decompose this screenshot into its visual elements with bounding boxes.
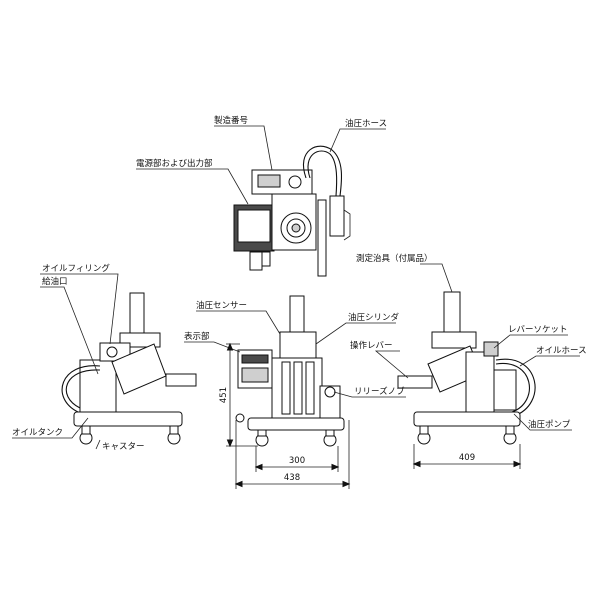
label-lever-socket: レバーソケット: [508, 325, 568, 335]
left-base: [73, 411, 183, 427]
right-caster-a-mount: [419, 425, 429, 435]
top-oil-hose: [303, 145, 343, 197]
dim-409-arrow-right: [513, 460, 522, 468]
label-oil-hose-top: 油圧ホース: [345, 118, 387, 129]
top-caster-left-b: [261, 251, 271, 267]
front-jig: [289, 295, 305, 333]
label-operating-lever: 操作レバー: [350, 340, 393, 351]
dim-300-arrow-left: [254, 463, 263, 471]
dim-438-value: 438: [284, 473, 300, 483]
leader-serial-number: [214, 125, 273, 171]
dim-409-value: 409: [459, 453, 475, 463]
label-filler-port: 給油口: [42, 276, 68, 287]
dim-height-value: 451: [219, 387, 229, 403]
label-power-output: 電源部および出力部: [136, 158, 213, 169]
right-hose: [495, 358, 536, 417]
left-view: [61, 292, 197, 445]
top-oil-hose-inner: [307, 150, 338, 197]
label-oil-tank: オイルタンク: [12, 428, 63, 438]
front-view: [235, 295, 345, 447]
dim-300-value: 300: [289, 456, 305, 466]
label-oil-sensor: 油圧センサー: [196, 300, 247, 311]
label-oil-pump: 油圧ポンプ: [528, 419, 571, 430]
right-lever-socket: [483, 341, 499, 357]
label-release-knob: リリーズノブ: [354, 386, 405, 397]
top-handle: [343, 209, 351, 241]
leader-oil-hose-right: [519, 355, 580, 367]
label-oil-filling: オイルフィリング: [42, 263, 110, 274]
top-knob: [288, 175, 302, 189]
leader-oil-pump: [513, 413, 572, 431]
leader-oil-cylinder: [315, 322, 396, 345]
front-cylinder-head: [279, 331, 317, 361]
power-unit-panel: [237, 209, 271, 243]
front-base: [247, 417, 345, 431]
right-jig: [443, 291, 461, 333]
left-caster-b-mount: [169, 425, 179, 435]
front-cylinder-3: [305, 361, 315, 415]
leader-measuring-jig: [420, 263, 453, 293]
label-oil-cylinder: 油圧シリンダ: [348, 312, 400, 323]
dimension-lines: [226, 342, 522, 489]
left-hose-inner: [65, 369, 101, 409]
front-display-panel: [241, 367, 269, 383]
front-caster-b-mount: [325, 429, 335, 437]
leader-caster: [95, 439, 101, 450]
right-jig-base: [431, 331, 477, 349]
dimension-texts: 451 300 438 409: [219, 387, 475, 483]
leader-power-output: [136, 168, 249, 205]
label-measuring-jig: 測定治具（付属品）: [356, 253, 433, 264]
left-lever: [165, 373, 197, 387]
dim-300-arrow-right: [331, 463, 340, 471]
dim-409-arrow-left: [412, 460, 421, 468]
left-jig: [129, 292, 145, 334]
cylinder-top-core: [291, 223, 301, 233]
leader-release-knob: [333, 391, 406, 398]
left-hose: [61, 365, 101, 413]
leader-lever-socket: [493, 334, 568, 349]
right-body: [465, 351, 495, 413]
front-release-knob: [324, 386, 336, 398]
top-caster-left: [249, 251, 263, 271]
dim-438-arrow-right: [342, 480, 351, 488]
right-base: [413, 411, 521, 427]
leader-lines: [12, 125, 580, 450]
top-lever: [317, 199, 327, 277]
dim-438-arrow-left: [234, 480, 243, 488]
right-lever: [397, 375, 433, 389]
label-caster: キャスター: [102, 442, 145, 452]
top-view: [233, 145, 351, 277]
right-pump: [493, 369, 517, 411]
front-left-foot: [235, 413, 245, 423]
dim-height-arrow-bottom: [226, 439, 234, 448]
left-caster-a-mount: [81, 425, 91, 435]
leader-oil-hose-top: [329, 128, 386, 153]
left-oil-tank: [79, 359, 117, 413]
serial-plate: [257, 174, 281, 188]
label-display: 表示部: [184, 331, 210, 342]
leader-oil-filling: [40, 273, 119, 345]
top-pump: [329, 195, 345, 237]
leader-oil-sensor: [196, 310, 281, 335]
right-hose-inner: [495, 362, 530, 413]
dim-height-arrow-top: [226, 342, 234, 351]
left-filler-cap: [106, 346, 118, 358]
leader-oil-tank: [12, 417, 89, 439]
label-texts: 製造番号 油圧ホース 電源部および出力部 オイルフィリング 給油口 油圧センサー…: [12, 115, 587, 452]
label-oil-hose-right: オイルホース: [536, 346, 587, 356]
front-cylinder-2: [293, 361, 303, 415]
leader-operating-lever: [374, 350, 409, 379]
front-cylinder-1: [281, 361, 291, 415]
right-caster-b-mount: [505, 425, 515, 435]
front-caster-a-mount: [257, 429, 267, 437]
leader-filler-port: [40, 286, 99, 375]
label-serial-number: 製造番号: [214, 115, 248, 126]
right-view: [397, 291, 536, 445]
front-display-screen: [241, 354, 269, 364]
